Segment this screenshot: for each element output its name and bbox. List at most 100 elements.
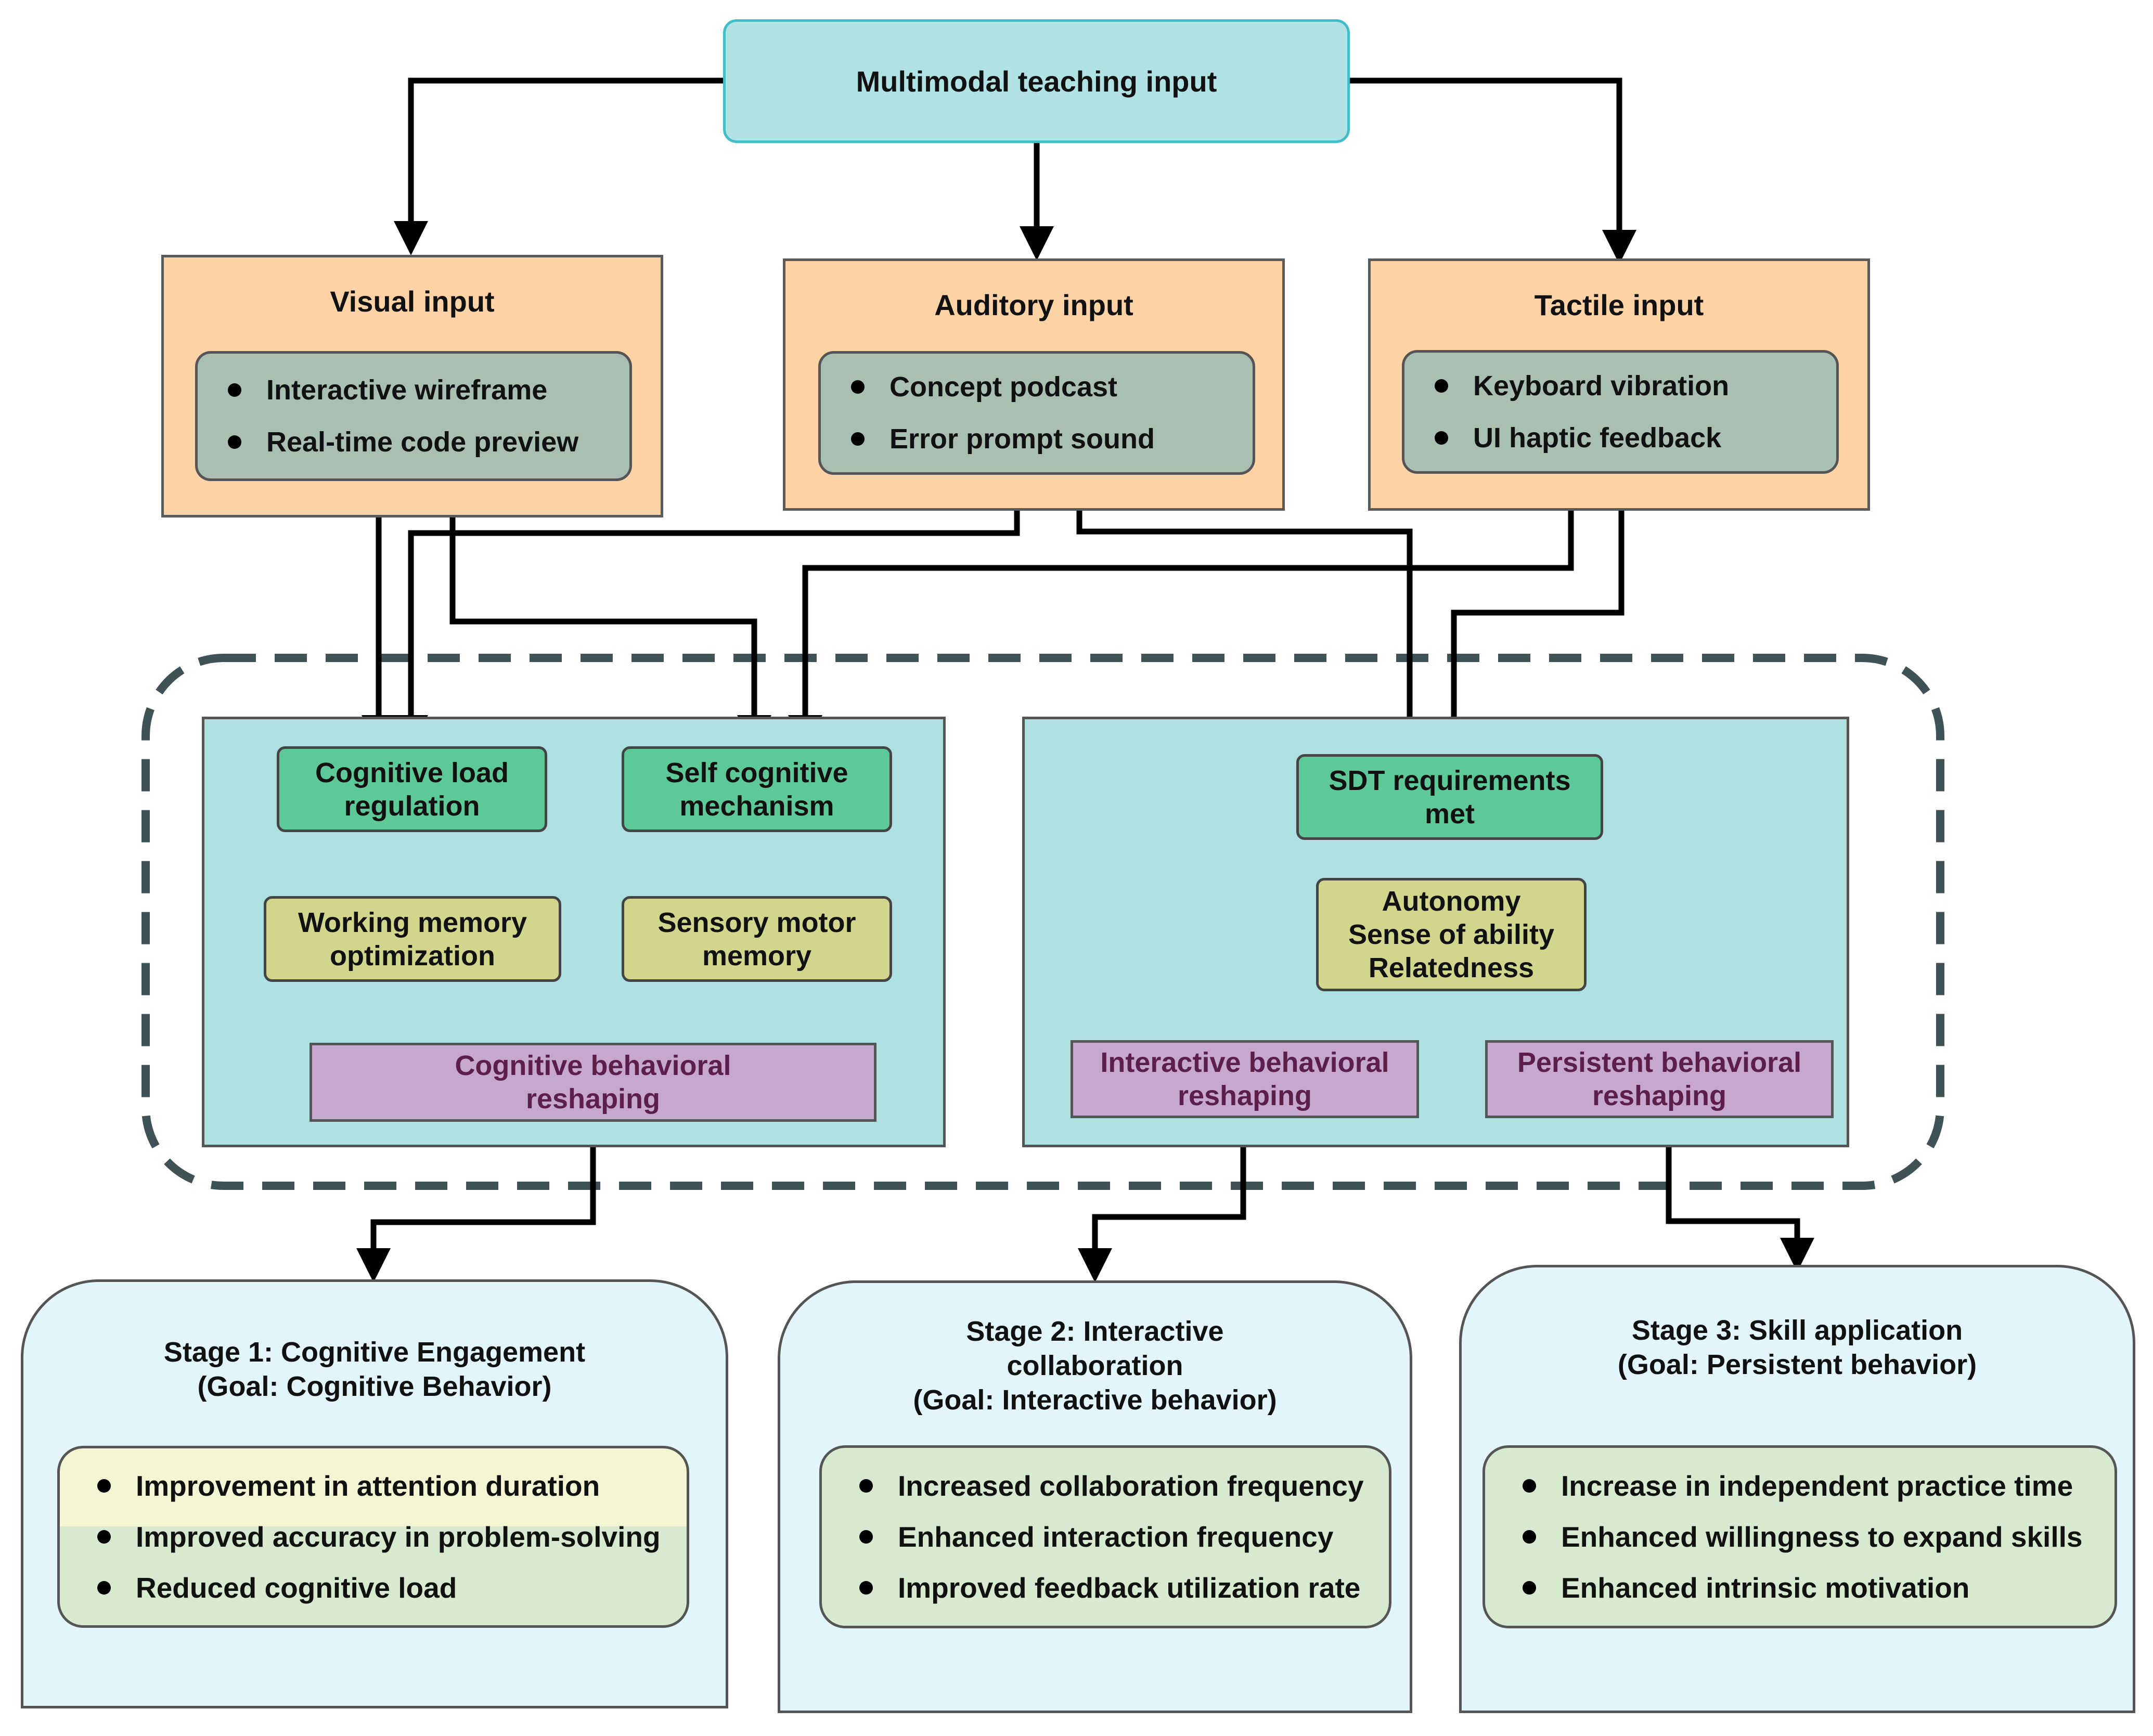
arrow-reshaping-to-stage1 [356,1121,596,1282]
arrow-top-to-visual [394,77,726,255]
stage-1-goal: (Goal: Cognitive Behavior) [197,1371,552,1402]
bullet-icon [1435,379,1448,393]
bullet-icon [228,435,241,449]
list-item-text: Interactive wireframe [266,374,548,406]
stage-2-card: Stage 2: Interactive collaboration (Goal… [778,1280,1412,1713]
list-item: Enhanced willingness to expand skills [1523,1521,2115,1553]
list-item-text: Enhanced willingness to expand skills [1561,1521,2083,1553]
bullet-icon [1435,431,1448,445]
tactile-input-list: Keyboard vibration UI haptic feedback [1402,350,1839,474]
sdt-box: SDT requirements met [1296,754,1603,840]
list-item-text: Improved feedback utilization rate [898,1572,1361,1604]
stage-3-card: Stage 3: Skill application (Goal: Persis… [1459,1265,2135,1713]
needs-box: Autonomy Sense of ability Relatedness [1316,878,1587,991]
self-cognitive-label: Self cognitive mechanism [665,757,848,822]
bullet-icon [97,1530,111,1544]
list-item: Concept podcast [851,371,1253,403]
ability-label: Sense of ability [1348,919,1555,950]
list-item-text: Error prompt sound [889,423,1155,455]
bullet-icon [97,1479,111,1493]
stage-1-card: Stage 1: Cognitive Engagement (Goal: Cog… [21,1279,728,1708]
list-item: Keyboard vibration [1435,370,1836,401]
arrow-tactile-to-selfcog [788,471,1574,749]
relatedness-label: Relatedness [1368,952,1535,983]
stage-1-list: Improvement in attention duration Improv… [57,1446,689,1628]
visual-input-list: Interactive wireframe Real-time code pre… [195,351,632,481]
multimodal-input-label: Multimodal teaching input [856,64,1217,98]
arrow-persistent-to-stage3 [1666,1123,1814,1272]
stage-2-title-line: Stage 2: Interactive [966,1316,1224,1347]
list-item: Enhanced interaction frequency [859,1521,1389,1553]
stage-2-goal: (Goal: Interactive behavior) [913,1384,1277,1416]
list-item-text: Enhanced interaction frequency [898,1521,1334,1553]
sensory-motor-box: Sensory motor memory [622,896,892,982]
persistent-reshaping-label: Persistent behavioral reshaping [1517,1047,1802,1111]
bullet-icon [851,380,865,394]
autonomy-label: Autonomy [1382,886,1521,917]
list-item: UI haptic feedback [1435,422,1836,454]
stage-2-title-line: collaboration [1007,1350,1183,1381]
list-item: Improved accuracy in problem-solving [97,1521,687,1553]
list-item: Improved feedback utilization rate [859,1572,1389,1604]
working-memory-box: Working memory optimization [264,896,561,982]
auditory-input-list: Concept podcast Error prompt sound [818,351,1255,475]
cognitive-load-box: Cognitive load regulation [277,746,547,832]
cognitive-reshaping-label: Cognitive behavioral reshaping [455,1050,731,1115]
bullet-icon [97,1581,111,1595]
bullet-icon [859,1530,873,1544]
arrow-interactive-to-stage2 [1078,1117,1246,1282]
bullet-icon [859,1479,873,1493]
working-memory-label: Working memory optimization [298,906,527,971]
list-item: Improvement in attention duration [97,1470,687,1502]
list-item: Interactive wireframe [228,374,629,406]
arrow-visual-to-selfcog [449,478,771,749]
self-cognitive-box: Self cognitive mechanism [622,746,892,832]
cognitive-reshaping-box: Cognitive behavioral reshaping [310,1043,876,1122]
bullet-icon [228,383,241,397]
tactile-input-title: Tactile input [1534,289,1704,321]
persistent-reshaping-box: Persistent behavioral reshaping [1485,1040,1834,1118]
auditory-input-title: Auditory input [934,289,1133,321]
list-item: Increase in independent practice time [1523,1470,2115,1502]
bullet-icon [851,432,865,446]
list-item-text: Concept podcast [889,371,1118,403]
bullet-icon [1523,1479,1536,1493]
stage-1-title-line: Stage 1: Cognitive Engagement [163,1337,586,1368]
stage-2-list: Increased collaboration frequency Enhanc… [819,1445,1391,1628]
arrow-auditory-to-sdt [1076,471,1427,756]
list-item-text: Increased collaboration frequency [898,1470,1364,1502]
stage-1-title: Stage 1: Cognitive Engagement (Goal: Cog… [23,1335,726,1404]
arrow-top-to-tactile [1347,77,1636,264]
cognitive-load-label: Cognitive load regulation [315,757,509,822]
list-item-text: Increase in independent practice time [1561,1470,2073,1502]
list-item: Real-time code preview [228,426,629,458]
multimodal-input-box: Multimodal teaching input [723,19,1350,143]
stage-2-title: Stage 2: Interactive collaboration (Goal… [780,1314,1410,1417]
bullet-icon [859,1581,873,1595]
sensory-motor-label: Sensory motor memory [657,906,856,971]
stage-3-goal: (Goal: Persistent behavior) [1617,1349,1977,1380]
interactive-reshaping-box: Interactive behavioral reshaping [1071,1040,1419,1118]
interactive-reshaping-label: Interactive behavioral reshaping [1100,1047,1389,1111]
bullet-icon [1523,1581,1536,1595]
stage-3-list: Increase in independent practice time En… [1482,1445,2117,1628]
list-item: Enhanced intrinsic motivation [1523,1572,2115,1604]
list-item-text: Enhanced intrinsic motivation [1561,1572,1970,1604]
list-item-text: Reduced cognitive load [136,1572,457,1604]
visual-input-title: Visual input [330,285,495,318]
list-item: Reduced cognitive load [97,1572,687,1604]
list-item: Increased collaboration frequency [859,1470,1389,1502]
arrow-tactile-to-sdt [1437,471,1625,756]
list-item: Error prompt sound [851,423,1253,455]
list-item-text: Improvement in attention duration [136,1470,600,1502]
stage-3-title: Stage 3: Skill application (Goal: Persis… [1462,1313,2133,1382]
dashed-container [141,654,1944,1190]
list-item-text: Real-time code preview [266,426,579,458]
stage-3-title-line: Stage 3: Skill application [1631,1315,1963,1346]
bullet-icon [1523,1530,1536,1544]
sdt-label: SDT requirements met [1329,765,1571,830]
list-item-text: Improved accuracy in problem-solving [136,1521,661,1553]
list-item-text: UI haptic feedback [1473,422,1722,454]
list-item-text: Keyboard vibration [1473,370,1730,401]
